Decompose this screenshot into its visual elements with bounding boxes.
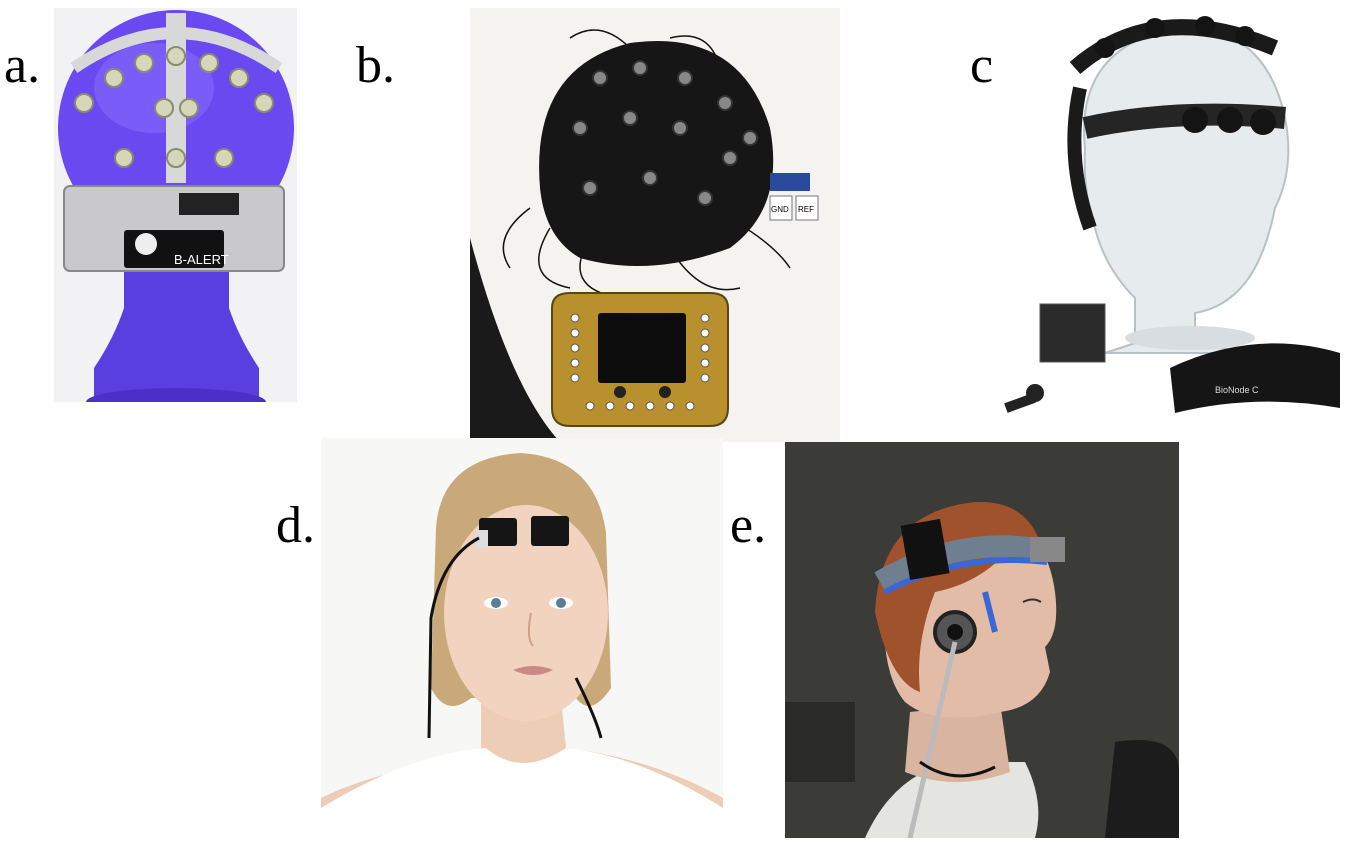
panel-label-d: d. (276, 497, 315, 554)
photo-b-eeg-cap-amplifier: GND REF (470, 8, 840, 442)
photo-d-forehead-sensor (321, 438, 723, 834)
panel-label-e: e. (730, 497, 767, 554)
bionode-band-text: BioNode C (1215, 385, 1259, 395)
ref-tag: REF (798, 205, 814, 214)
photo-e-profile-headset (785, 442, 1179, 838)
balert-logo-text: B-ALERT (174, 252, 229, 267)
gnd-tag: GND (771, 205, 789, 214)
panel-label-a: a. (4, 37, 41, 94)
panel-label-b: b. (356, 37, 395, 94)
photo-c-glass-head-headset: BioNode C (995, 8, 1350, 428)
photo-a-balert-headset: B-ALERT (54, 8, 297, 402)
